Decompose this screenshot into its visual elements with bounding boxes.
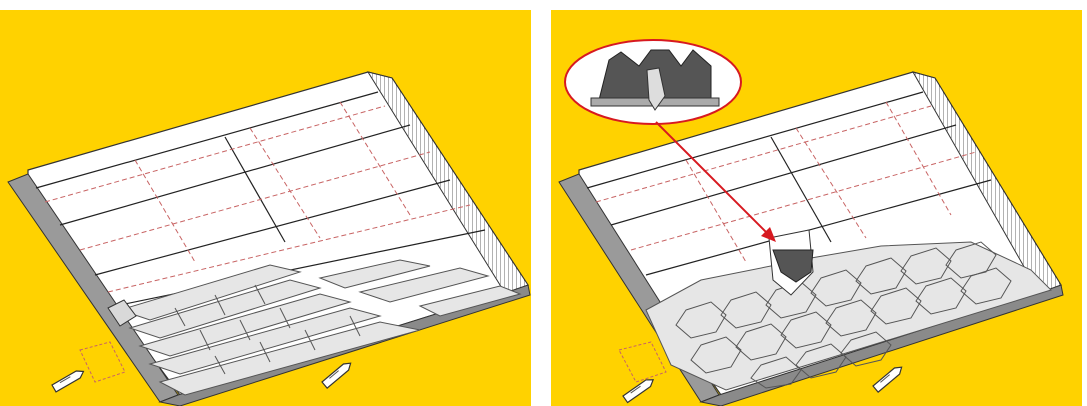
right-panel-hexagonal-shingles	[551, 10, 1082, 406]
shingle-stack	[107, 299, 137, 327]
right-roof-illustration	[558, 39, 1064, 406]
utility-knife-icon	[872, 366, 903, 393]
utility-knife-icon	[51, 370, 85, 393]
arrow	[655, 121, 776, 242]
shingle-joints	[174, 284, 361, 375]
dashed-pack-outline	[79, 341, 126, 383]
left-roof-illustration	[7, 71, 531, 406]
roof-grid-lines	[586, 91, 992, 276]
utility-knife-icon	[622, 379, 655, 404]
dashed-guide-lines	[595, 101, 977, 263]
utility-knife-icon	[321, 362, 352, 389]
placed-shingle	[768, 229, 814, 296]
magnified-detail-callout	[564, 39, 742, 125]
rectangular-shingles	[118, 259, 522, 396]
left-panel-rectangular-shingles	[0, 10, 531, 406]
dashed-guide-lines	[44, 101, 471, 293]
dashed-pack-outline	[618, 341, 667, 383]
